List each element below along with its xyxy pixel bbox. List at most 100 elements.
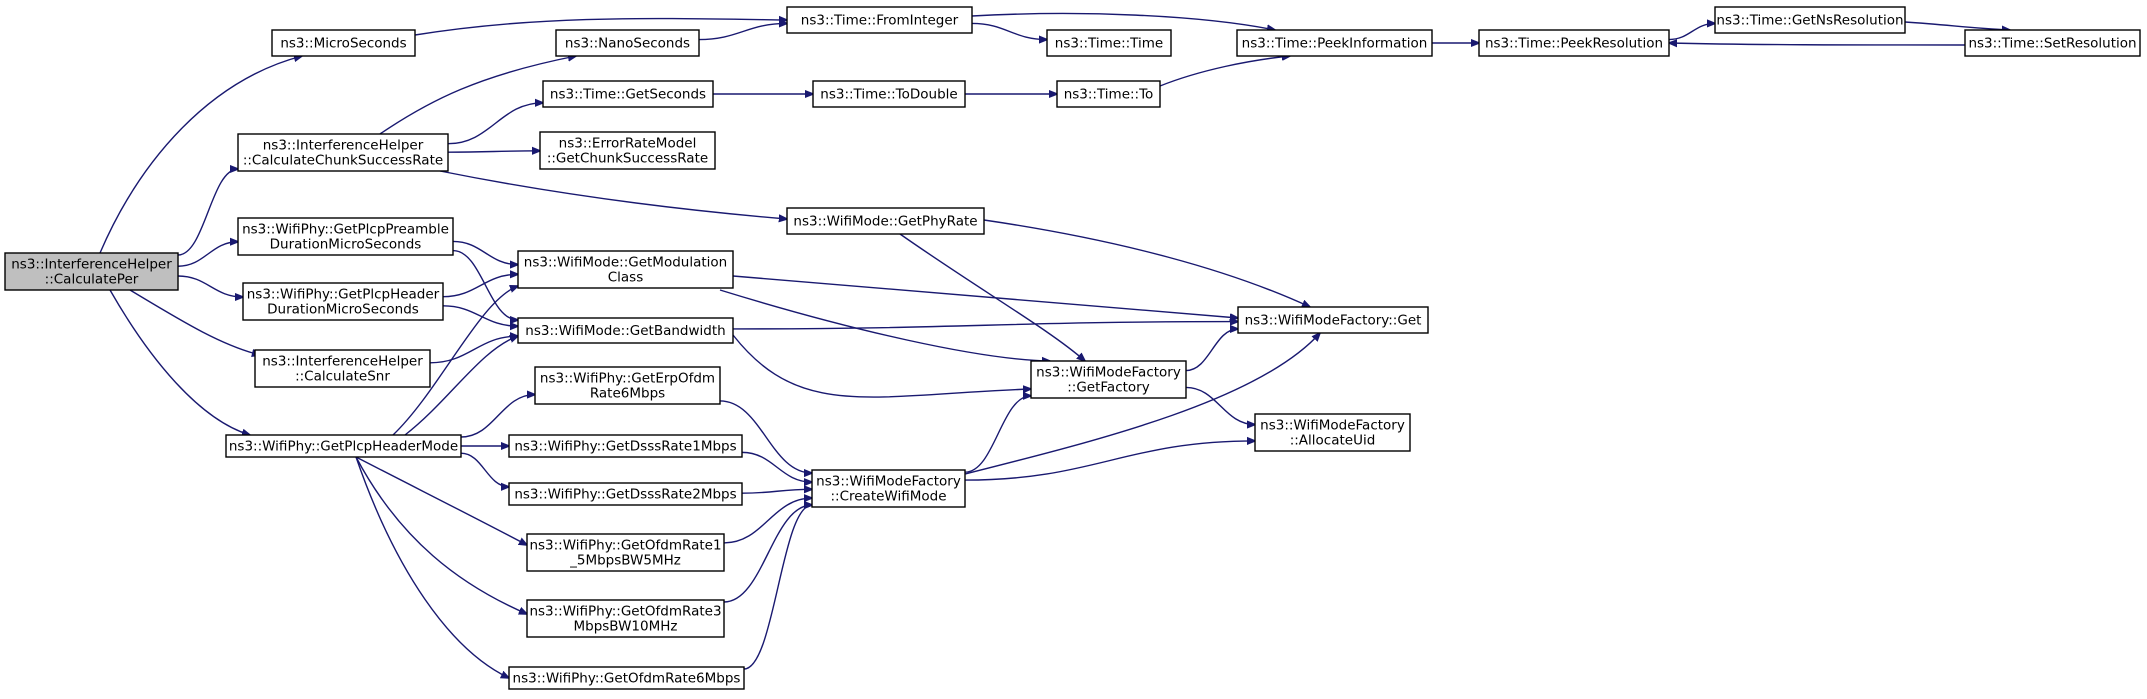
node-label: ::GetFactory xyxy=(1067,380,1149,396)
node-headerMode[interactable]: ns3::WifiPhy::GetPlcpHeaderMode xyxy=(225,434,462,458)
node-errorRate[interactable]: ns3::ErrorRateModel::GetChunkSuccessRate xyxy=(539,131,716,170)
node-box xyxy=(1254,413,1411,452)
node-label: ns3::Time::PeekInformation xyxy=(1242,36,1428,52)
node-getBandwidth[interactable]: ns3::WifiMode::GetBandwidth xyxy=(517,317,734,344)
edge-createWifiMode-to-allocUid xyxy=(964,441,1255,481)
node-label: ns3::WifiPhy::GetDsssRate1Mbps xyxy=(514,439,736,455)
node-allocUid[interactable]: ns3::WifiModeFactory::AllocateUid xyxy=(1254,413,1411,452)
node-box xyxy=(786,6,973,34)
node-label: ns3::WifiPhy::GetPlcpHeader xyxy=(247,287,440,303)
node-setRes[interactable]: ns3::Time::SetResolution xyxy=(1964,29,2141,57)
node-toDouble[interactable]: ns3::Time::ToDouble xyxy=(812,80,966,108)
node-nanoSeconds[interactable]: ns3::NanoSeconds xyxy=(555,29,700,57)
node-label: ns3::WifiPhy::GetDsssRate2Mbps xyxy=(514,487,736,503)
node-box xyxy=(534,366,721,405)
edge-getBandwidth-to-getFactory xyxy=(732,334,1031,398)
node-box xyxy=(1046,29,1172,57)
edge-headerMode-to-getModClass xyxy=(392,286,518,436)
node-box xyxy=(508,482,743,506)
edge-getModClass-to-factoryGet xyxy=(732,275,1238,318)
node-box xyxy=(271,29,416,57)
node-dsss1[interactable]: ns3::WifiPhy::GetDsssRate1Mbps xyxy=(508,434,743,458)
node-label: ns3::WifiPhy::GetPlcpPreamble xyxy=(242,222,449,238)
node-microSeconds[interactable]: ns3::MicroSeconds xyxy=(271,29,416,57)
node-label: ns3::Time::FromInteger xyxy=(801,13,959,29)
edge-calcSnr-to-getBandwidth xyxy=(429,336,518,364)
node-label: ns3::Time::PeekResolution xyxy=(1485,36,1663,52)
node-label: ns3::Time::GetSeconds xyxy=(550,87,706,103)
node-getSeconds[interactable]: ns3::Time::GetSeconds xyxy=(542,80,714,108)
edge-calcPer-to-calcChunk xyxy=(177,169,238,256)
node-box xyxy=(237,217,454,256)
edge-peekRes-to-getNsRes xyxy=(1668,23,1715,41)
node-label: _5MbpsBW5MHz xyxy=(569,553,681,569)
edge-getBandwidth-to-factoryGet xyxy=(732,322,1238,330)
node-label: ns3::NanoSeconds xyxy=(565,36,690,52)
node-peekRes[interactable]: ns3::Time::PeekResolution xyxy=(1478,29,1670,57)
edge-calcChunk-to-errorRate xyxy=(447,151,540,152)
edge-ofdm3-to-createWifiMode xyxy=(723,505,812,603)
node-label: ns3::WifiPhy::GetPlcpHeaderMode xyxy=(229,439,458,455)
node-box xyxy=(4,252,179,291)
node-dsss2[interactable]: ns3::WifiPhy::GetDsssRate2Mbps xyxy=(508,482,743,506)
edge-calcPer-to-headerDur xyxy=(177,275,243,297)
node-calcPer[interactable]: ns3::InterferenceHelper::CalculatePer xyxy=(4,252,179,291)
node-getFactory[interactable]: ns3::WifiModeFactory::GetFactory xyxy=(1030,360,1187,399)
edge-getPhyRate-to-factoryGet xyxy=(983,219,1310,307)
node-label: ns3::InterferenceHelper xyxy=(262,354,423,370)
node-label: ::CalculateChunkSuccessRate xyxy=(243,153,443,169)
edge-headerMode-to-getBandwidth xyxy=(404,336,518,436)
node-timeTime[interactable]: ns3::Time::Time xyxy=(1046,29,1172,57)
node-label: ::AllocateUid xyxy=(1290,433,1376,449)
node-box xyxy=(237,133,449,172)
node-box xyxy=(1714,6,1906,34)
node-createWifiMode[interactable]: ns3::WifiModeFactory::CreateWifiMode xyxy=(811,469,966,508)
edge-calcChunk-to-getSeconds xyxy=(447,103,543,145)
node-calcChunk[interactable]: ns3::InterferenceHelper::CalculateChunkS… xyxy=(237,133,449,172)
node-box xyxy=(517,317,734,344)
node-ofdm6[interactable]: ns3::WifiPhy::GetOfdmRate6Mbps xyxy=(508,666,745,690)
node-box xyxy=(242,282,444,321)
node-label: ns3::WifiModeFactory xyxy=(1036,365,1181,381)
edge-createWifiMode-to-getFactory xyxy=(964,396,1031,473)
node-label: ns3::MicroSeconds xyxy=(280,36,406,52)
node-box xyxy=(539,131,716,170)
node-ofdm15[interactable]: ns3::WifiPhy::GetOfdmRate1_5MbpsBW5MHz xyxy=(526,533,725,572)
node-preambleDur[interactable]: ns3::WifiPhy::GetPlcpPreambleDurationMic… xyxy=(237,217,454,256)
node-label: ns3::InterferenceHelper xyxy=(263,138,424,154)
node-label: ns3::InterferenceHelper xyxy=(11,257,172,273)
edge-calcPer-to-calcSnr xyxy=(129,289,260,355)
edge-preambleDur-to-getModClass xyxy=(452,240,518,264)
edge-erpOfdm-to-createWifiMode xyxy=(719,400,812,473)
node-label: ns3::WifiPhy::GetOfdmRate6Mbps xyxy=(513,671,741,687)
node-label: ns3::Time::GetNsResolution xyxy=(1716,13,1903,29)
node-fromInteger[interactable]: ns3::Time::FromInteger xyxy=(786,6,973,34)
node-label: Class xyxy=(608,270,644,286)
node-box xyxy=(786,207,985,235)
edge-calcChunk-to-nanoSeconds xyxy=(379,56,576,135)
edge-headerDur-to-getModClass xyxy=(442,274,518,298)
node-box xyxy=(1236,29,1433,57)
node-headerDur[interactable]: ns3::WifiPhy::GetPlcpHeaderDurationMicro… xyxy=(242,282,444,321)
edge-fromInteger-to-peekInfo xyxy=(971,12,1275,30)
node-box xyxy=(1964,29,2141,57)
node-label: ns3::Time::SetResolution xyxy=(1968,36,2136,52)
node-peekInfo[interactable]: ns3::Time::PeekInformation xyxy=(1236,29,1433,57)
node-calcSnr[interactable]: ns3::InterferenceHelper::CalculateSnr xyxy=(254,349,431,388)
node-box xyxy=(811,469,966,508)
node-getPhyRate[interactable]: ns3::WifiMode::GetPhyRate xyxy=(786,207,985,235)
node-label: ns3::WifiPhy::GetOfdmRate1 xyxy=(529,538,721,554)
edge-timeTo-to-peekInfo xyxy=(1159,56,1290,87)
node-box xyxy=(508,666,745,690)
edge-calcPer-to-preambleDur xyxy=(177,242,238,267)
node-getNsRes[interactable]: ns3::Time::GetNsResolution xyxy=(1714,6,1906,34)
node-timeTo[interactable]: ns3::Time::To xyxy=(1056,80,1161,108)
node-label: ns3::ErrorRateModel xyxy=(559,136,697,152)
node-factoryGet[interactable]: ns3::WifiModeFactory::Get xyxy=(1237,306,1429,334)
node-box xyxy=(225,434,462,458)
node-label: ns3::Time::ToDouble xyxy=(820,87,957,103)
